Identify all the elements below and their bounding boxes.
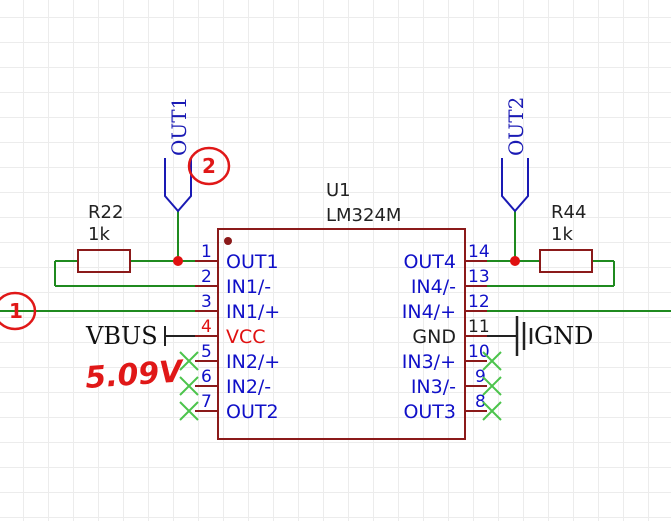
pin-number: 2 — [201, 267, 212, 287]
pin-number: 10 — [468, 342, 490, 362]
net-port-out2-label: OUT2 — [504, 97, 528, 156]
annotation-circle — [187, 146, 231, 186]
pin-number: 12 — [468, 292, 490, 312]
annotation-voltage-text: 5.09V — [84, 354, 186, 396]
pin-number: 14 — [468, 242, 490, 262]
annotation-circle — [0, 291, 37, 331]
resistor-r44-value: 1k — [551, 224, 573, 245]
pin-number: 5 — [201, 342, 212, 362]
net-label-vbus[interactable]: VBUS — [85, 322, 195, 350]
pin-name: IN3/+ — [402, 351, 456, 373]
no-connect-icon — [179, 401, 199, 421]
gnd-label: GND — [534, 322, 593, 350]
junction-dot-right — [510, 256, 520, 266]
pin-name: IN4/+ — [402, 301, 456, 323]
gnd-symbol[interactable]: GND — [487, 316, 593, 356]
pin-number: 9 — [475, 367, 486, 387]
no-connect-icon — [482, 376, 502, 396]
net-port-out1[interactable]: OUT1 — [164, 97, 192, 213]
pin-name: IN1/+ — [226, 301, 280, 323]
annotation-marker-2: 2 — [187, 146, 231, 186]
pin-number: 13 — [468, 267, 490, 287]
pin-name: OUT2 — [226, 401, 279, 423]
junction-dot-left — [173, 256, 183, 266]
ic-u1-pin1-marker — [224, 237, 232, 245]
ic-u1-body — [217, 228, 466, 440]
pin-number: 3 — [201, 292, 212, 312]
pin-number: 1 — [201, 242, 212, 262]
pin-name: IN2/- — [226, 376, 271, 398]
pin-name: VCC — [226, 326, 266, 348]
no-connect-icon — [179, 376, 199, 396]
ic-u1-pin-stubs — [195, 260, 487, 412]
wires — [0, 211, 671, 312]
pin-number: 4 — [201, 317, 212, 337]
pin-name: OUT3 — [403, 401, 456, 423]
pin-name: GND — [412, 326, 456, 348]
resistor-r22-body — [77, 249, 131, 273]
annotation-marker-2-text: 2 — [202, 154, 216, 178]
resistor-r44[interactable]: R44 1k — [539, 202, 593, 273]
pin-name: IN4/- — [411, 276, 456, 298]
no-connect-markers — [179, 351, 502, 421]
net-port-out1-shape — [164, 158, 192, 213]
resistor-r44-ref: R44 — [551, 202, 586, 223]
pin-name: IN3/- — [411, 376, 456, 398]
pin-number: 11 — [468, 317, 490, 337]
vbus-label: VBUS — [85, 322, 158, 350]
annotation-marker-1: 1 — [0, 291, 37, 331]
pin-name: OUT4 — [403, 251, 456, 273]
pin-name: OUT1 — [226, 251, 279, 273]
no-connect-icon — [482, 401, 502, 421]
annotation-marker-1-text: 1 — [9, 299, 23, 323]
ic-u1[interactable]: U1 LM324M 1 2 3 4 5 6 7 OUT1 — [195, 180, 490, 440]
pin-number: 8 — [475, 392, 486, 412]
ic-u1-part: LM324M — [326, 205, 401, 226]
resistor-r22-ref: R22 — [88, 202, 123, 223]
pin-name: IN1/- — [226, 276, 271, 298]
no-connect-icon — [482, 351, 502, 371]
resistor-r44-body — [539, 249, 593, 273]
annotation-voltage: 5.09V — [84, 354, 186, 396]
pin-name: IN2/+ — [226, 351, 280, 373]
pin-number: 6 — [201, 367, 212, 387]
ic-u1-ref: U1 — [326, 180, 351, 201]
net-port-out2[interactable]: OUT2 — [501, 97, 529, 213]
resistor-r22[interactable]: R22 1k — [77, 202, 131, 273]
net-port-out2-shape — [501, 158, 529, 213]
net-port-out1-label: OUT1 — [167, 97, 191, 156]
pin-number: 7 — [201, 392, 212, 412]
no-connect-icon — [179, 351, 199, 371]
resistor-r22-value: 1k — [88, 224, 110, 245]
